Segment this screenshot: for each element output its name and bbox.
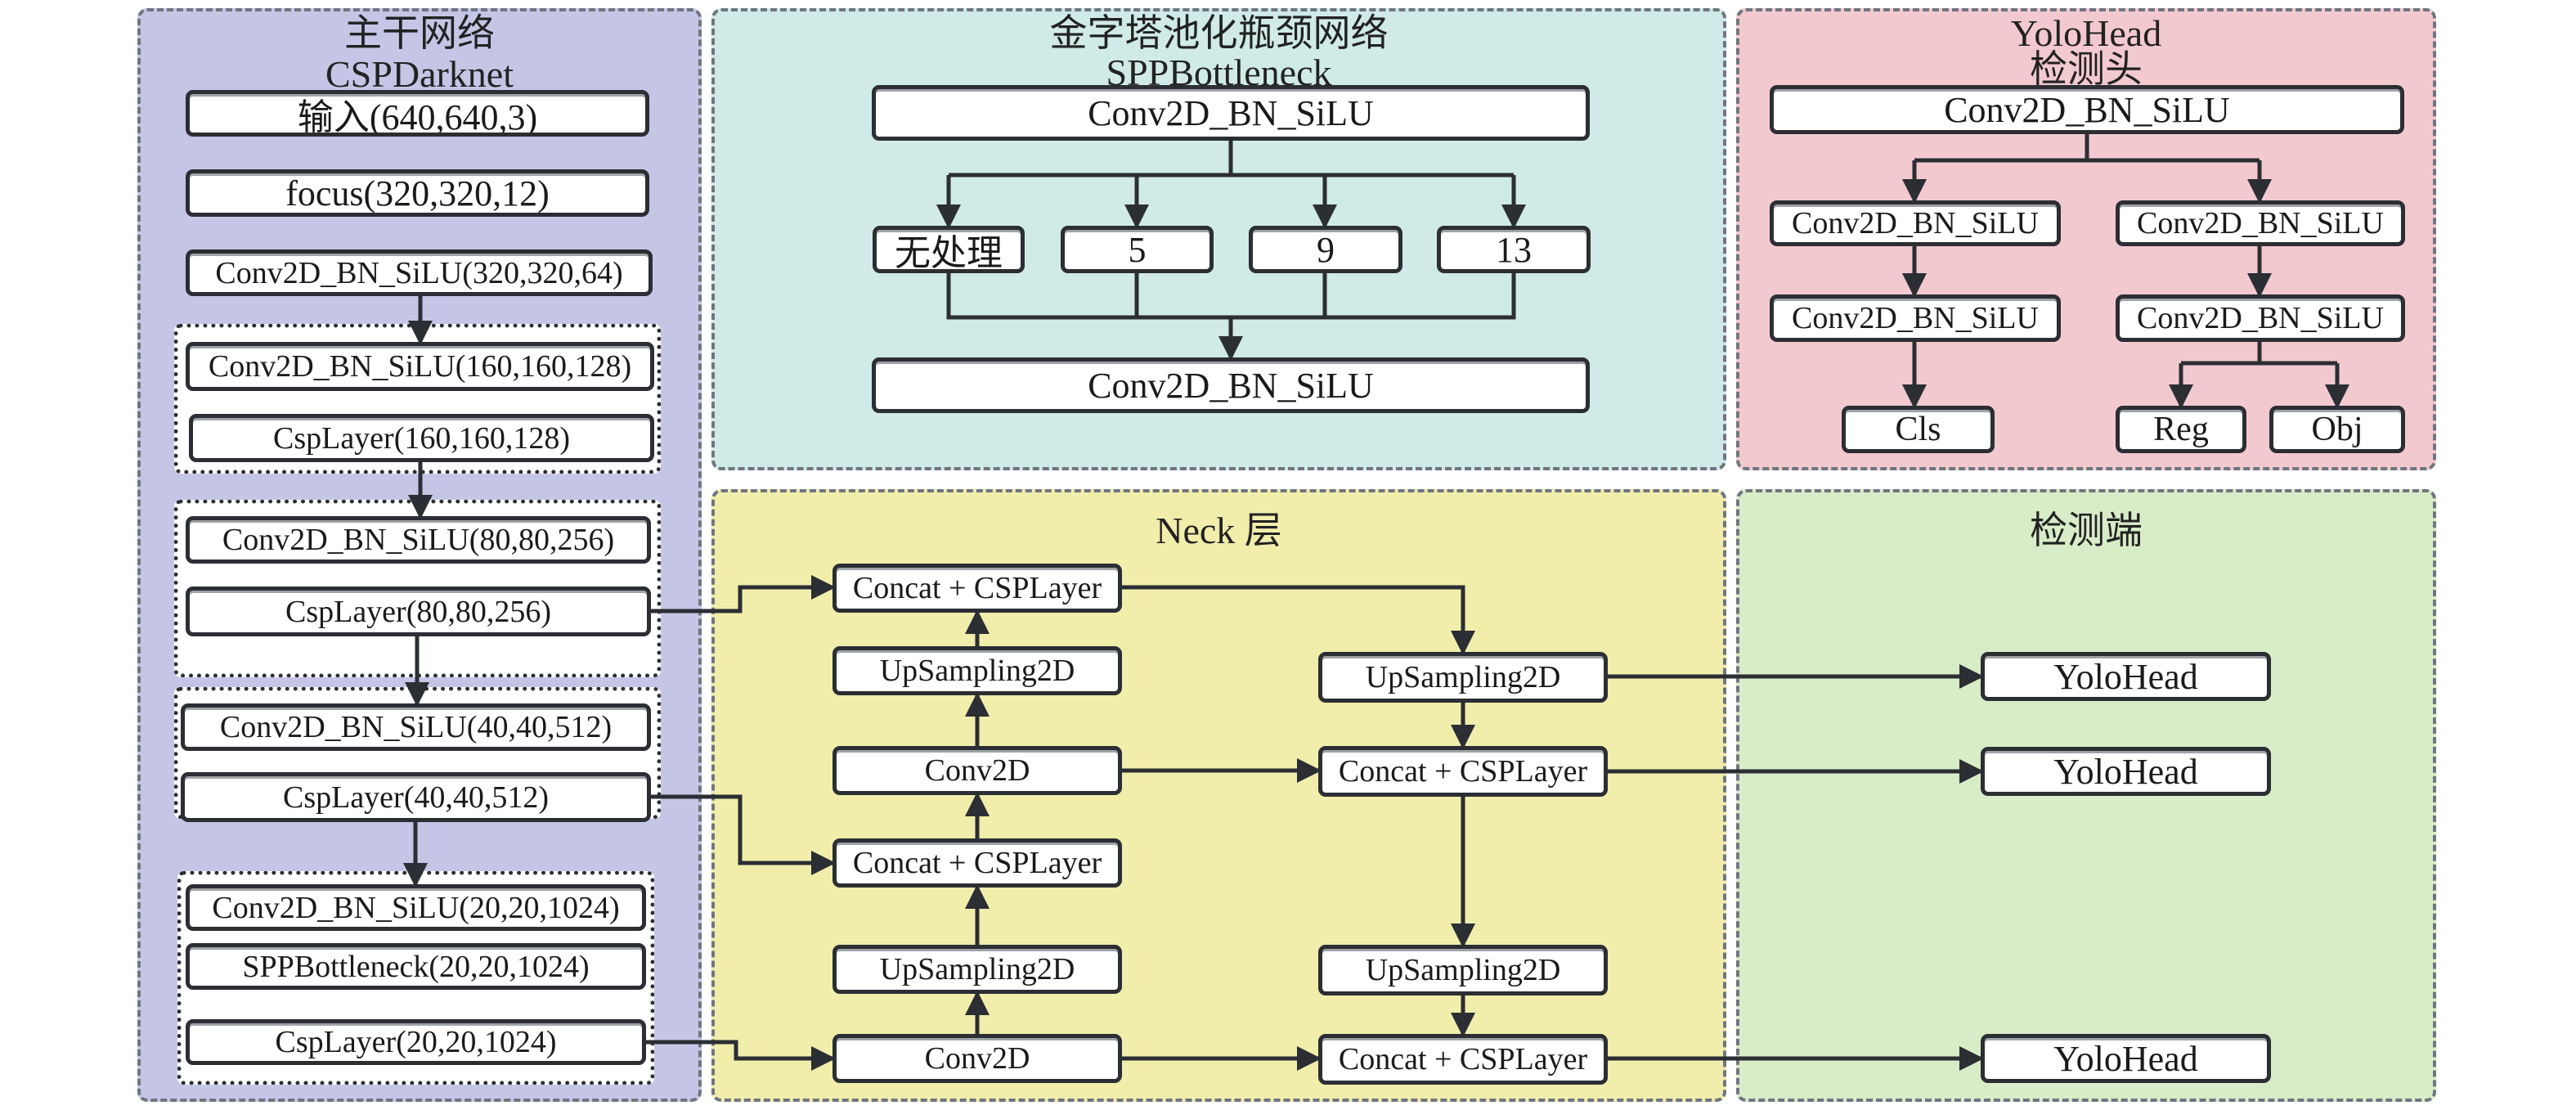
spp-branch-9: 9 bbox=[1249, 226, 1402, 273]
csp-40-node: CspLayer(40,40,512) bbox=[181, 772, 651, 822]
head-cls-output: Cls bbox=[1842, 406, 1995, 453]
conv-20-node: Conv2D_BN_SiLU(20,20,1024) bbox=[186, 884, 646, 931]
head-reg-output: Reg bbox=[2116, 406, 2246, 453]
input-node: 输入(640,640,3) bbox=[186, 90, 649, 137]
detect-yolohead-3: YoloHead bbox=[1981, 1034, 2271, 1083]
neck-upsampling-3: UpSampling2D bbox=[1318, 652, 1608, 703]
neck-concat-csp-mid: Concat + CSPLayer bbox=[1318, 746, 1608, 797]
spp-20-node: SPPBottleneck(20,20,1024) bbox=[186, 943, 646, 990]
head-reg-conv-1: Conv2D_BN_SiLU bbox=[2116, 200, 2405, 246]
head-top-conv: Conv2D_BN_SiLU bbox=[1770, 85, 2404, 134]
spp-branch-none: 无处理 bbox=[873, 226, 1025, 273]
csp-160-node: CspLayer(160,160,128) bbox=[189, 414, 654, 462]
csp-80-node: CspLayer(80,80,256) bbox=[186, 586, 651, 636]
neck-upsampling-1: UpSampling2D bbox=[832, 646, 1122, 695]
spp-branch-5: 5 bbox=[1061, 226, 1214, 273]
focus-node: focus(320,320,12) bbox=[186, 169, 649, 217]
spp-bottom-conv: Conv2D_BN_SiLU bbox=[872, 357, 1590, 413]
head-cls-conv-1: Conv2D_BN_SiLU bbox=[1770, 200, 2061, 246]
neck-conv2d-1: Conv2D bbox=[832, 746, 1122, 795]
neck-upsampling-4: UpSampling2D bbox=[1318, 945, 1608, 995]
conv-40-node: Conv2D_BN_SiLU(40,40,512) bbox=[181, 703, 651, 751]
neck-concat-csp-bottom: Concat + CSPLayer bbox=[1318, 1034, 1608, 1085]
yolohead-title-cn: 检测头 bbox=[2030, 48, 2143, 90]
conv-160-node: Conv2D_BN_SiLU(160,160,128) bbox=[186, 342, 654, 391]
detect-yolohead-1: YoloHead bbox=[1981, 652, 2271, 701]
head-reg-conv-2: Conv2D_BN_SiLU bbox=[2116, 294, 2405, 342]
neck-title: Neck 层 bbox=[1156, 510, 1282, 551]
csp-20-node: CspLayer(20,20,1024) bbox=[186, 1019, 646, 1065]
backbone-title-en: CSPDarknet bbox=[325, 53, 514, 95]
neck-concat-csp-p4-up: Concat + CSPLayer bbox=[832, 564, 1122, 613]
detect-title: 检测端 bbox=[2030, 510, 2143, 551]
head-obj-output: Obj bbox=[2269, 406, 2405, 453]
conv-320-node: Conv2D_BN_SiLU(320,320,64) bbox=[186, 249, 653, 296]
detect-yolohead-2: YoloHead bbox=[1981, 747, 2271, 796]
head-cls-conv-2: Conv2D_BN_SiLU bbox=[1770, 294, 2061, 342]
conv-80-node: Conv2D_BN_SiLU(80,80,256) bbox=[186, 516, 651, 564]
spp-top-conv: Conv2D_BN_SiLU bbox=[872, 85, 1590, 141]
spp-title-cn: 金字塔池化瓶颈网络 bbox=[1049, 12, 1389, 54]
spp-branch-13: 13 bbox=[1437, 226, 1591, 273]
neck-upsampling-2: UpSampling2D bbox=[832, 945, 1122, 994]
backbone-title-cn: 主干网络 bbox=[344, 12, 495, 54]
yolohead-title-en: YoloHead bbox=[2010, 12, 2162, 54]
neck-concat-csp-p4: Concat + CSPLayer bbox=[832, 838, 1122, 888]
neck-conv2d-2: Conv2D bbox=[832, 1034, 1122, 1083]
